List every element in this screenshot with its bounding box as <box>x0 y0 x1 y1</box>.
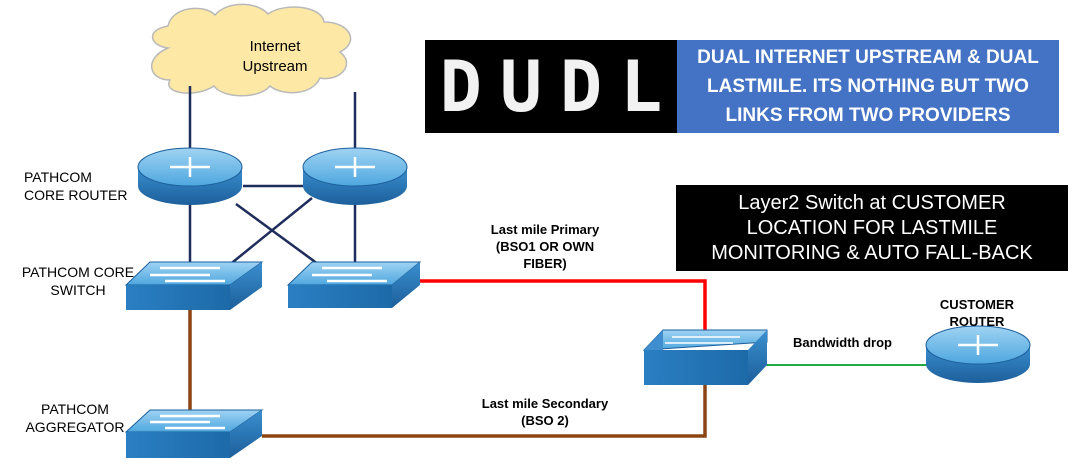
customer-router-label-line2: ROUTER <box>949 314 1005 329</box>
aggregator-label: PATHCOM AGGREGATOR <box>18 400 132 436</box>
core-router-label-line1: PATHCOM <box>24 169 92 185</box>
switch-arrows-icon <box>312 266 387 283</box>
switch-arrows-icon <box>665 336 740 344</box>
aggregator-label-line2: AGGREGATOR <box>25 419 125 435</box>
customer-router-label-line1: CUSTOMER <box>939 297 1015 312</box>
secondary-link-label-line2: (BSO 2) <box>521 413 569 428</box>
primary-link-label: Last mile Primary (BSO1 OR OWN FIBER) <box>465 221 625 272</box>
layer2-note: Layer2 Switch at CUSTOMER LOCATION FOR L… <box>676 185 1068 271</box>
secondary-link-label-line1: Last mile Secondary <box>481 396 609 411</box>
core-router-label-line2: CORE ROUTER <box>24 187 128 203</box>
customer-router-label: CUSTOMER ROUTER <box>920 296 1034 330</box>
core-router-right <box>302 147 408 205</box>
switch-arrows-icon <box>150 414 225 430</box>
secondary-link-label: Last mile Secondary (BSO 2) <box>460 395 630 429</box>
core-router-label: PATHCOM CORE ROUTER <box>24 168 138 204</box>
link-primary <box>420 279 707 336</box>
cloud-label-line2: Upstream <box>242 58 308 75</box>
layer2-customer-switch <box>642 329 768 385</box>
core-router-left <box>137 147 243 205</box>
bandwidth-label: Bandwidth drop <box>793 335 892 350</box>
dudl-logo: DUDL <box>425 40 677 133</box>
core-switch-label: PATHCOM CORE SWITCH <box>18 263 138 299</box>
banner-description: DUAL INTERNET UPSTREAM & DUAL LASTMILE. … <box>677 40 1059 133</box>
primary-link-label-line3: FIBER) <box>523 256 567 271</box>
router-arrows-icon <box>335 157 375 177</box>
core-switch-label-line1: PATHCOM CORE <box>21 264 135 280</box>
internet-cloud <box>150 3 352 97</box>
router-arrows-icon <box>958 335 998 355</box>
aggregator-label-line1: PATHCOM <box>41 401 109 417</box>
cloud-label: Internet Upstream <box>225 37 325 77</box>
customer-router <box>925 325 1031 383</box>
cloud-label-line1: Internet <box>249 38 301 55</box>
link-secondary-lastmile <box>262 378 707 438</box>
core-switch-label-line2: SWITCH <box>50 282 106 298</box>
primary-link-label-line2: (BSO1 OR OWN <box>495 239 595 254</box>
link-cross-a <box>235 202 319 266</box>
aggregator-switch <box>124 409 264 458</box>
dudl-logo-text: DUDL <box>439 45 677 128</box>
link-cross-b <box>227 197 313 267</box>
switch-arrows-icon <box>150 266 225 283</box>
primary-link-label-line1: Last mile Primary <box>490 222 600 237</box>
router-arrows-icon <box>170 157 210 177</box>
core-switch-left <box>124 261 264 310</box>
core-switch-right <box>286 261 422 308</box>
